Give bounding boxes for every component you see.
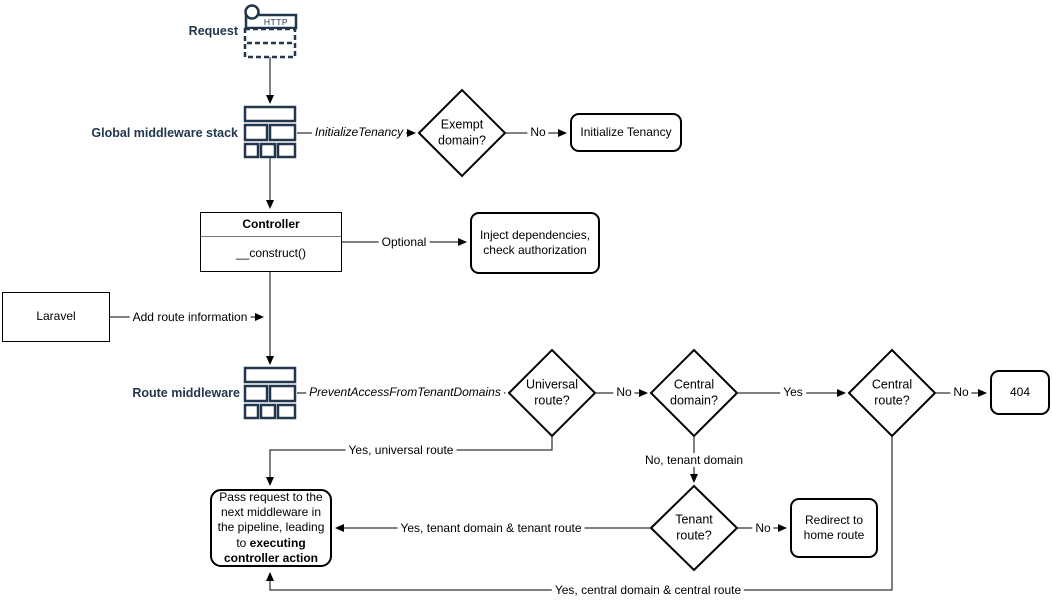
controller-title: Controller <box>201 213 341 237</box>
edge-label-central-yes: Yes, central domain & central route <box>551 583 745 597</box>
edge-label-tenant-domain-no: No, tenant domain <box>641 453 747 467</box>
exempt-domain-diamond <box>417 88 507 178</box>
central-domain-diamond <box>649 348 739 438</box>
initialize-tenancy-text: Initialize Tenancy <box>580 124 672 139</box>
edge-label-exempt-no: No <box>527 125 549 139</box>
controller-box: Controller __construct() <box>200 212 342 272</box>
edge-label-add-route-information: Add route information <box>129 310 251 324</box>
pass-request-box: Pass request to the next middleware in t… <box>210 489 332 567</box>
laravel-text: Laravel <box>36 309 76 324</box>
edge-label-tenant-no: No <box>752 521 774 535</box>
edge-label-central-domain-yes: Yes <box>780 385 806 399</box>
edge-label-universal-no: No <box>613 385 635 399</box>
global-middleware-stack-label: Global middleware stack <box>91 126 238 140</box>
universal-route-diamond <box>507 348 597 438</box>
edge-label-tenant-yes: Yes, tenant domain & tenant route <box>397 521 585 535</box>
initialize-tenancy-box: Initialize Tenancy <box>570 113 682 152</box>
universal-route-label: Universal route? <box>525 377 579 407</box>
tenant-route-diamond <box>649 484 739 572</box>
edge-label-prevent-access-middleware: PreventAccessFromTenantDomains <box>306 385 504 399</box>
pass-request-text: Pass request to the next middleware in t… <box>217 489 325 566</box>
redirect-home-box: Redirect to home route <box>790 498 878 558</box>
middleware-stack-icon <box>243 105 297 159</box>
edge-label-initialize-tenancy-middleware: InitializeTenancy <box>311 125 407 139</box>
inject-dependencies-text: Inject dependencies, check authorization <box>479 227 591 257</box>
edge-label-optional: Optional <box>378 235 430 249</box>
central-route-label: Central route? <box>871 377 913 407</box>
route-middleware-stack-icon <box>243 366 297 420</box>
http-request-icon <box>243 4 298 59</box>
controller-construct: __construct() <box>235 246 307 261</box>
central-domain-label: Central domain? <box>670 377 718 407</box>
tenant-route-label: Tenant route? <box>675 512 713 542</box>
request-label: Request <box>188 24 238 38</box>
http-icon-label: HTTP <box>263 16 289 27</box>
404-box: 404 <box>990 370 1050 415</box>
edge-label-universal-yes: Yes, universal route <box>345 443 457 457</box>
laravel-box: Laravel <box>2 292 110 342</box>
404-text: 404 <box>1009 384 1031 399</box>
central-route-diamond <box>847 348 937 438</box>
pass-request-bold-text: executing controller action <box>223 535 318 566</box>
inject-dependencies-box: Inject dependencies, check authorization <box>470 212 600 274</box>
redirect-home-text: Redirect to home route <box>803 512 865 542</box>
route-middleware-label: Route middleware <box>132 386 240 400</box>
exempt-domain-label: Exempt domain? <box>438 117 486 147</box>
edge-label-central-route-no: No <box>950 385 972 399</box>
